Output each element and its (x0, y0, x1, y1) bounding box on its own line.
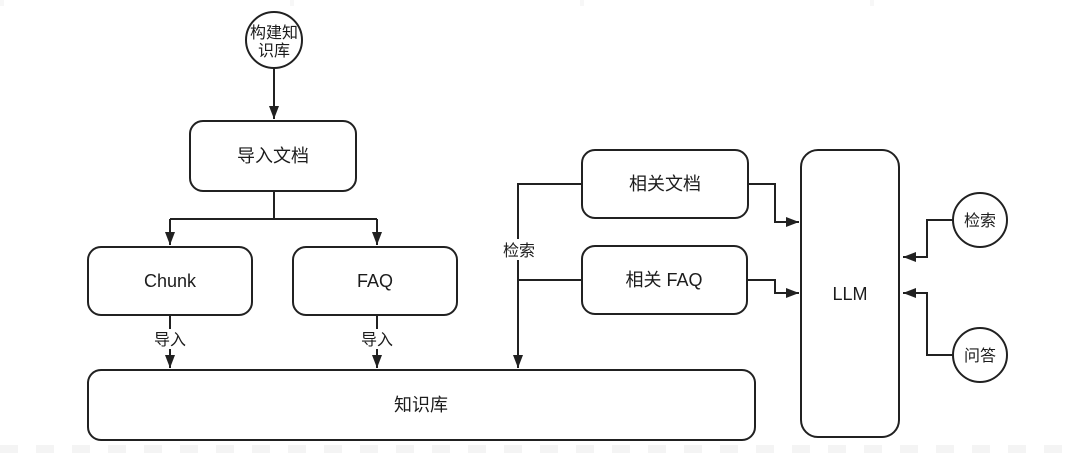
edge-related-faq-to-llm (747, 279, 799, 298)
import-doc-node (189, 120, 357, 192)
edge-label-import-right: 导入 (361, 331, 393, 349)
top-artifact-strip (0, 0, 1080, 6)
qa-circle-label: 问答 (964, 347, 996, 365)
start-circle-label-line2: 识库 (258, 42, 290, 60)
edge-label-bg-import-right (359, 329, 396, 349)
edge-label-retrieve: 检索 (503, 242, 535, 260)
start-circle (245, 11, 303, 69)
faq-label: FAQ (357, 271, 393, 291)
chunk-label: Chunk (144, 271, 197, 291)
knowledge-base-node (87, 369, 756, 441)
edge-retrieval-to-knowledge-base (513, 183, 581, 368)
knowledge-base-label: 知识库 (394, 395, 448, 415)
edge-label-import-left: 导入 (154, 331, 186, 349)
edge-label-bg-import-left (152, 329, 189, 349)
edge-retrieval-circle-to-llm (903, 219, 953, 262)
edge-related-docs-to-llm (748, 183, 799, 227)
chunk-node (87, 246, 253, 316)
llm-label: LLM (832, 284, 867, 304)
related-docs-label: 相关文档 (629, 174, 701, 194)
edge-label-bg-retrieve (500, 239, 538, 260)
retrieval-circle (952, 192, 1008, 248)
llm-node (800, 149, 900, 438)
labels: 构建知 识库 导入文档 Chunk FAQ 知识库 相关文档 相关 FAQ LL… (144, 24, 996, 415)
bottom-artifact-strip (0, 445, 1080, 453)
import-doc-label: 导入文档 (237, 146, 309, 166)
related-faq-node (581, 245, 748, 315)
edge-label-backgrounds (152, 239, 538, 349)
faq-node (292, 246, 458, 316)
start-circle-label-line1: 构建知 (250, 24, 298, 42)
related-docs-node (581, 149, 749, 219)
qa-circle (952, 327, 1008, 383)
edge-qa-circle-to-llm (903, 288, 952, 356)
retrieval-circle-label: 检索 (964, 212, 996, 230)
node-shapes (87, 11, 1008, 441)
related-faq-label: 相关 FAQ (625, 270, 702, 290)
